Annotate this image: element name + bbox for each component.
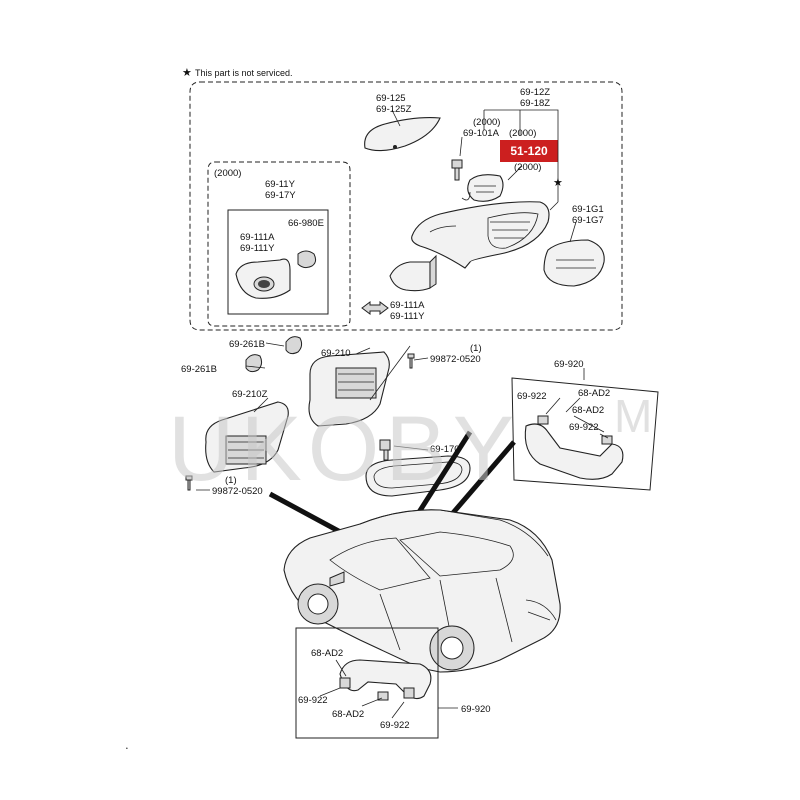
label-69-111y: 69-111Y <box>390 311 425 322</box>
label-69-920-bottom: 69-920 <box>461 704 491 715</box>
watermark-suffix: M <box>614 390 652 442</box>
mirror-group-frame <box>189 81 623 331</box>
label-screw-top-qty: (1) <box>470 343 482 354</box>
car-windshield <box>329 537 431 591</box>
mirror-seal-66-980e-part <box>297 250 317 269</box>
mirror-glass-part <box>543 239 605 287</box>
mirror-base-cover-part <box>389 261 431 292</box>
highlighted-part-badge[interactable] <box>500 140 558 162</box>
car-door-mirror-icon <box>329 571 345 587</box>
label-screw-top: 99872-0520 <box>430 354 481 365</box>
label-2000-a: (2000) <box>473 117 500 128</box>
car-side-windows <box>399 531 514 577</box>
legend-text: This part is not serviced. <box>195 68 293 78</box>
label-69-922-bottom-a: 69-922 <box>298 695 328 706</box>
watermark-text: UKOBY <box>168 398 520 500</box>
label-69-17y: 69-17Y <box>265 190 296 201</box>
label-69-12z: 69-12Z <box>520 87 550 98</box>
label-68-ad2-bottom-b: 68-AD2 <box>332 709 364 720</box>
corner-mark: • <box>126 746 128 752</box>
label-screw-bottom-qty: (1) <box>225 475 237 486</box>
cover-clip-icon <box>393 145 397 149</box>
assist-grip-bottom-box <box>295 627 439 739</box>
leader-mirror-to-car <box>411 430 473 522</box>
double-arrow-icon <box>361 301 389 315</box>
label-69-111a-inner: 69-111A <box>240 232 275 243</box>
label-69-1g1: 69-1G1 <box>572 204 604 215</box>
label-68-ad2-bottom-a: 68-AD2 <box>311 648 343 659</box>
door-mirror-housing-part <box>411 201 550 269</box>
highlighted-part-label[interactable]: 51-120 <box>510 144 548 158</box>
label-68-ad2-right-b: 68-AD2 <box>572 405 604 416</box>
label-69-170: 69-170 <box>430 444 460 455</box>
mirror-2000-subframe <box>207 161 351 327</box>
label-69-922-bottom-b: 69-922 <box>380 720 410 731</box>
label-69-920-right: 69-920 <box>554 359 584 370</box>
assist-grip-right-part <box>524 423 624 480</box>
mirror-cover-part <box>364 117 441 152</box>
visor-clip-left-part <box>245 354 263 373</box>
interior-mirror-mount-part <box>379 439 391 461</box>
not-serviced-star-icon: ★ <box>553 177 563 189</box>
star-icon: ★ <box>182 67 192 79</box>
visor-clip-top-part <box>285 336 303 355</box>
screw-69-101a-part <box>451 159 463 181</box>
visor-screw-bottom-part <box>185 475 193 491</box>
mirror-2000-inner-box <box>227 209 329 315</box>
label-69-125z: 69-125Z <box>376 104 412 115</box>
visor-screw-top-part <box>407 353 415 369</box>
label-screw-bottom: 99872-0520 <box>212 486 263 497</box>
label-69-125: 69-125 <box>376 93 406 104</box>
label-69-101a: 69-101A <box>463 128 500 139</box>
label-69-922-right-a: 69-922 <box>517 391 547 402</box>
label-69-922-right-b: 69-922 <box>569 422 599 433</box>
label-69-18z: 69-18Z <box>520 98 550 109</box>
label-69-111y-inner: 69-111Y <box>240 243 275 254</box>
label-69-261b-b: 69-261B <box>181 364 217 375</box>
label-69-261b-a: 69-261B <box>229 339 265 350</box>
mirror-actuator-part <box>467 174 504 202</box>
car-roof-line <box>359 509 549 557</box>
label-69-210: 69-210 <box>321 348 351 359</box>
label-69-111a: 69-111A <box>390 300 425 311</box>
label-2000-b: (2000) <box>509 128 536 139</box>
label-69-210z: 69-210Z <box>232 389 268 400</box>
label-69-11y: 69-11Y <box>265 179 296 190</box>
label-69-1g7: 69-1G7 <box>572 215 604 226</box>
label-66-980e: 66-980E <box>288 218 324 229</box>
label-2000-c: (2000) <box>514 162 541 173</box>
subbox-title-2000: (2000) <box>214 168 241 179</box>
label-68-ad2-right-a: 68-AD2 <box>578 388 610 399</box>
